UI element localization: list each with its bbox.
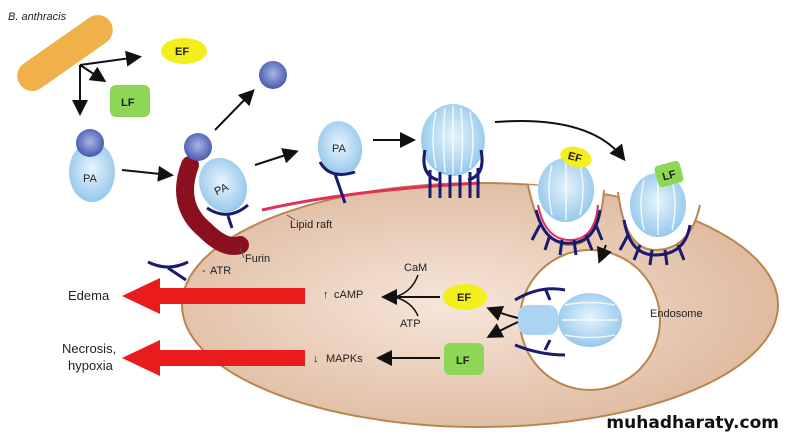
arrow: [254, 148, 299, 166]
furin: [176, 156, 249, 255]
ef-factor: [161, 38, 207, 64]
lf-factor: [110, 85, 150, 117]
arrow-to-ef: [79, 50, 142, 67]
up-arrow: ↑: [323, 289, 329, 301]
arrow-to-lf: [79, 64, 107, 83]
lf-label: LF: [456, 355, 470, 367]
pa-heptamer: [421, 104, 485, 198]
pa-pore-endosome: [514, 287, 622, 357]
ef-cytosol: [443, 284, 487, 310]
lipid-raft-label: Lipid raft: [290, 219, 332, 231]
pa20-released: [259, 61, 287, 89]
edema-label: Edema: [68, 288, 110, 303]
hypoxia-label: hypoxia: [68, 358, 114, 373]
pa-protein-bound: [199, 157, 247, 213]
pa-label: PA: [83, 173, 98, 185]
lf-label: LF: [121, 97, 135, 109]
red-arrow-necrosis: [122, 340, 305, 376]
watermark: muhadharaty.com: [606, 413, 779, 433]
red-arrow-edema: [122, 278, 305, 314]
ef-label: EF: [566, 150, 583, 165]
arrow-endocytosis: [597, 244, 612, 264]
mapks-label: MAPKs: [326, 353, 363, 365]
down-arrow: ↓: [313, 353, 319, 365]
pa20-fragment: [184, 133, 212, 161]
pa-heptamer-ef: [530, 146, 604, 256]
endosome-label: Endosome: [650, 308, 703, 320]
lf-label: LF: [661, 168, 677, 183]
necrosis-label: Necrosis,: [62, 341, 116, 356]
arrow-to-ef: [486, 306, 519, 321]
atr-receptor: [206, 203, 249, 229]
atp-label: ATP: [400, 318, 421, 330]
bacterium: [17, 15, 113, 91]
atr-receptor: [147, 260, 189, 282]
furin-label: Furin: [245, 253, 270, 265]
pa-protein: [69, 142, 115, 202]
ef-label: EF: [175, 46, 189, 58]
pa-label: PA: [213, 181, 231, 198]
atr-label: ATR: [210, 265, 231, 277]
leader: [286, 214, 296, 221]
arrow-to-lf: [486, 321, 519, 338]
lf-cytosol: [444, 343, 484, 375]
camp-label: cAMP: [334, 289, 363, 301]
pa-label: PA: [332, 143, 347, 155]
pa20-fragment: [76, 129, 104, 157]
organism-label: B. anthracis: [8, 11, 67, 23]
arrow: [121, 165, 174, 182]
merge-lines: [394, 274, 419, 317]
cam-label: CaM: [404, 262, 427, 274]
atr-dash: -: [202, 265, 206, 277]
leader: [239, 247, 245, 259]
pa-heptamer-lf: [618, 160, 692, 266]
pa-protein-monomer: [317, 121, 363, 175]
ef-label: EF: [457, 292, 471, 304]
arrow: [214, 89, 255, 131]
atr-receptor: [318, 161, 356, 204]
curved-arrow: [494, 120, 626, 162]
